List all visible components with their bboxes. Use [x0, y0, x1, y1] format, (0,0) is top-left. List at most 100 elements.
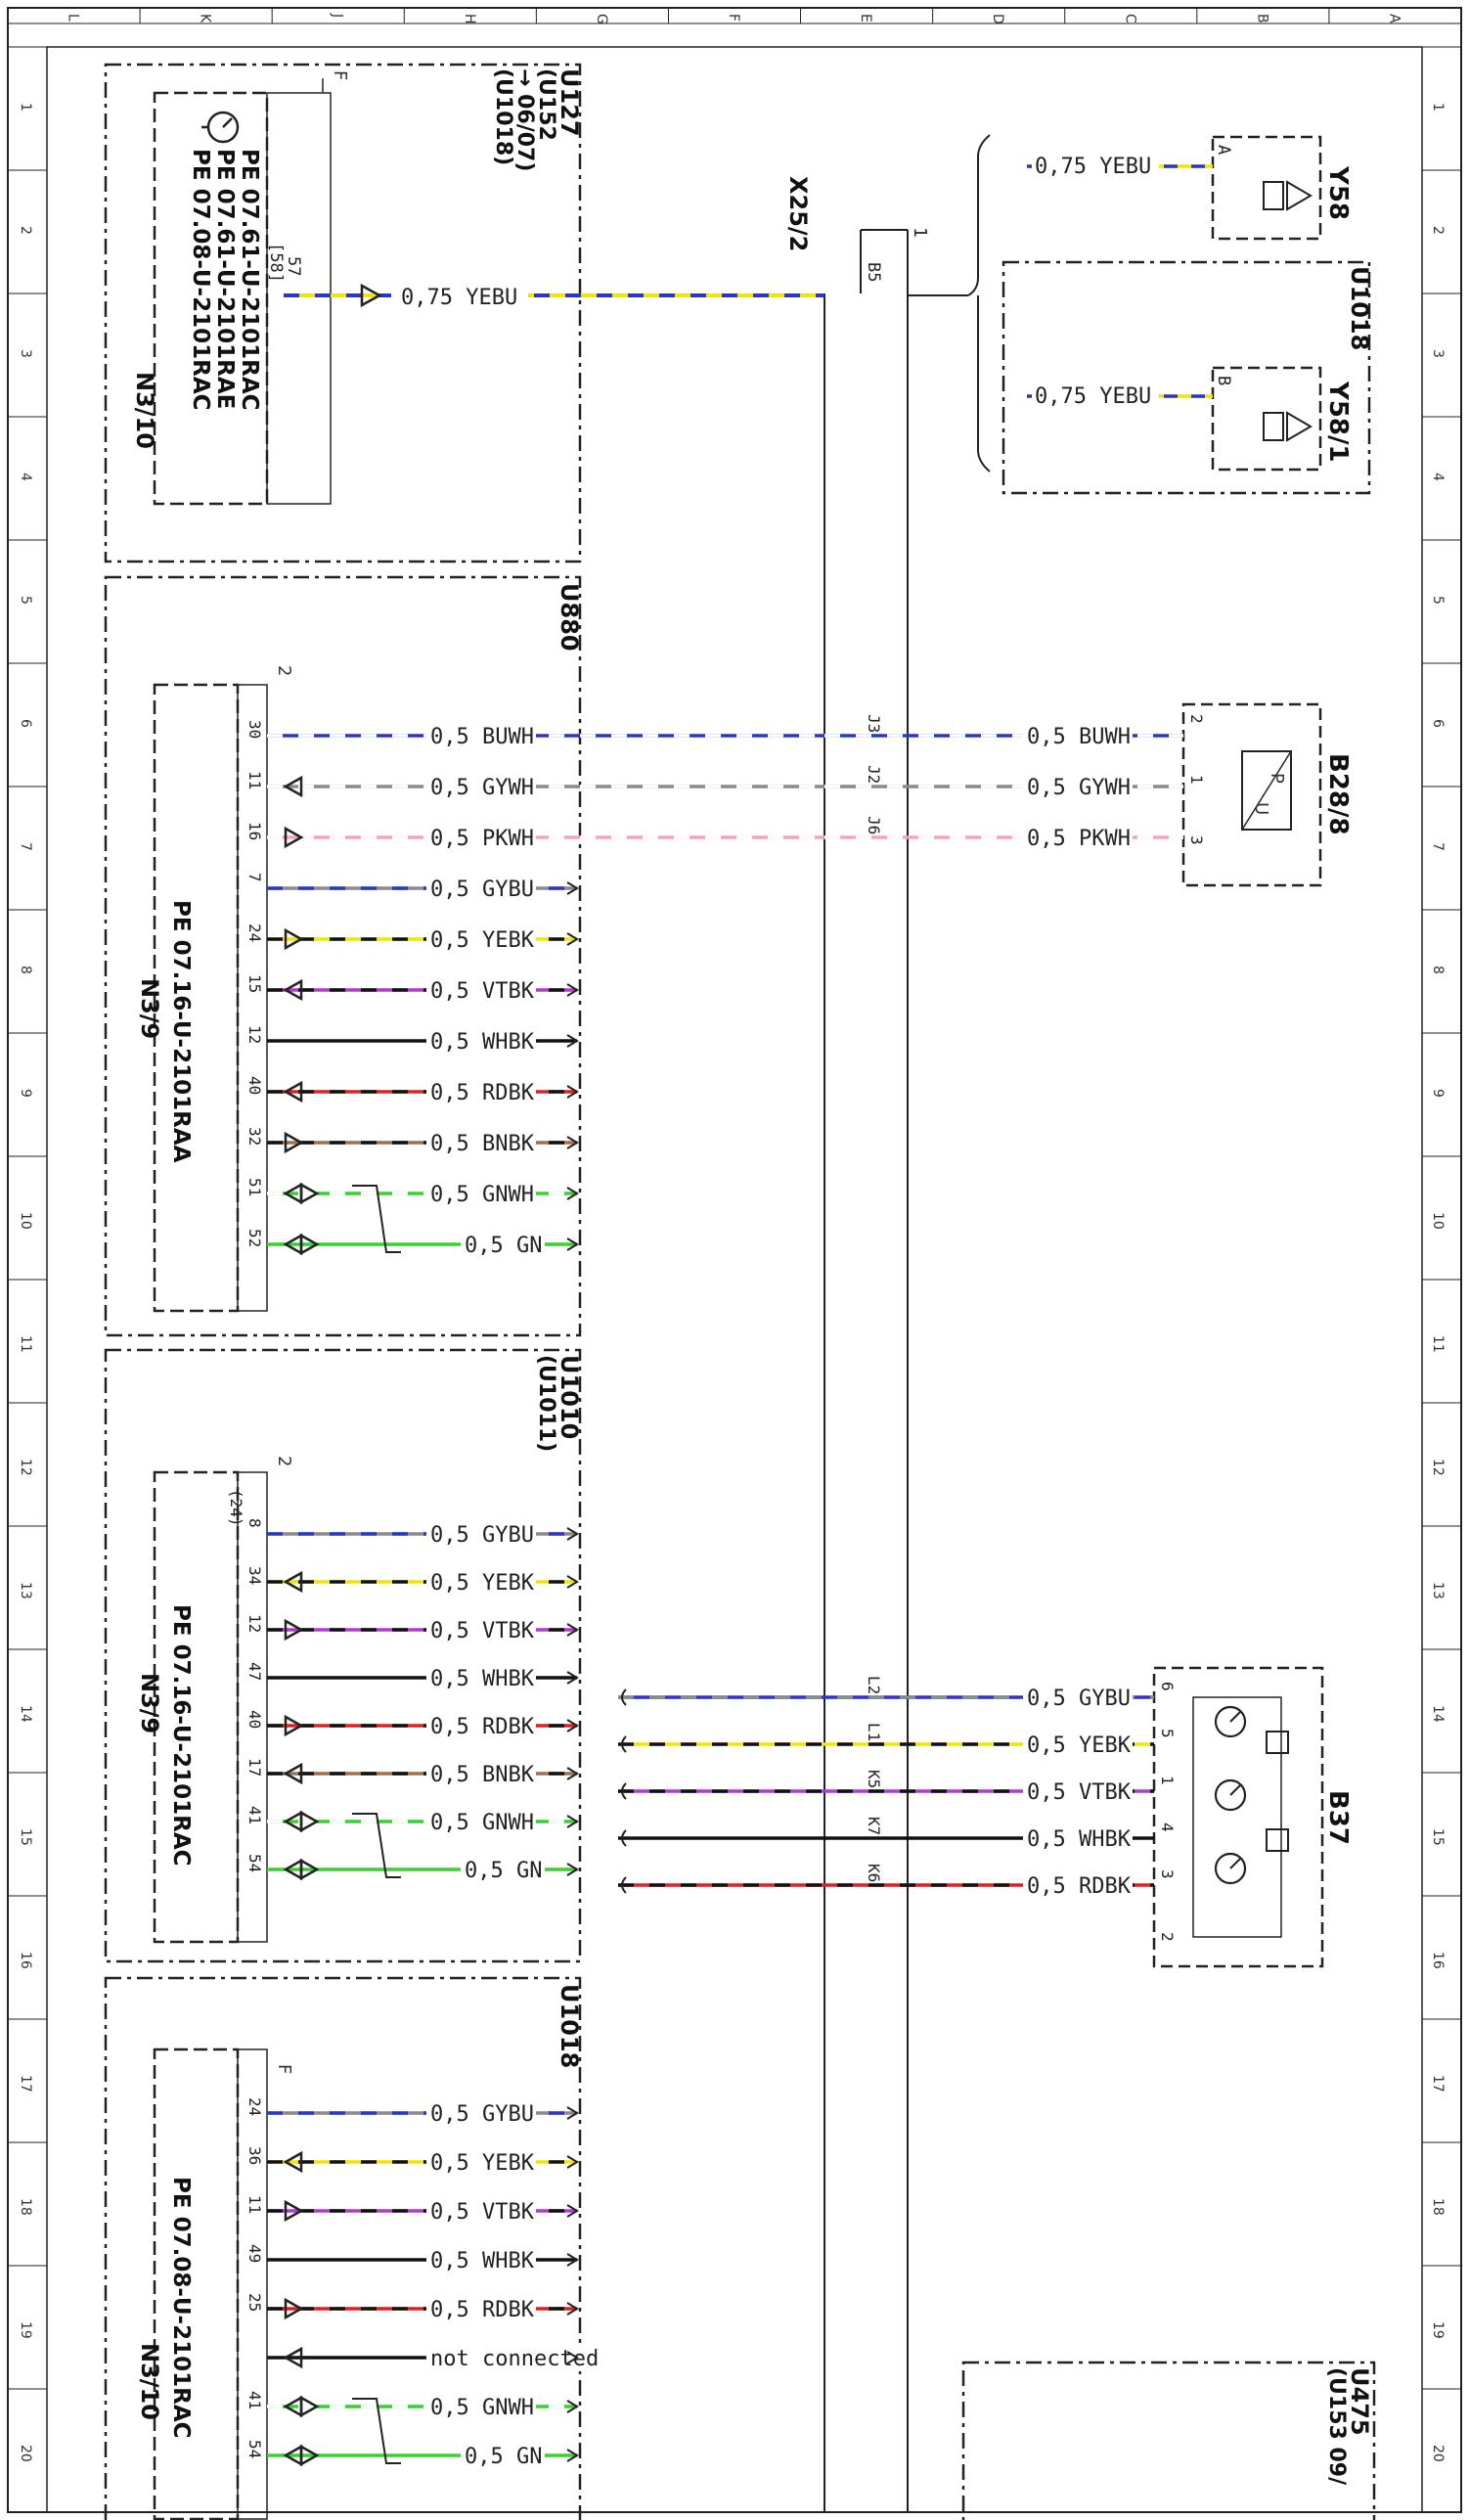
row-label-right-6: 6 [1430, 719, 1446, 728]
wires-n310-2-label: 0,5 VTBK [430, 2200, 535, 2225]
wires-n39b-0-pin: 8 [245, 1518, 264, 1528]
wires-n310-7-label-bg [461, 2446, 545, 2469]
b37-wire-4-start [621, 1876, 627, 1894]
wires-n39a-4-label: 0,5 YEBK [430, 928, 535, 953]
wires-n39a-7-label: 0,5 RDBK [430, 1081, 535, 1105]
wires-n39b-4-label-bg [426, 1716, 536, 1739]
wire-yebu-y58-label: 0,75 YEBU [1035, 155, 1151, 179]
row-label-right-16: 16 [1430, 1952, 1446, 1969]
row-label-right-5: 5 [1430, 596, 1446, 605]
wires-n39a-4-end [566, 932, 579, 946]
wires-n39a-2-label-bg [426, 828, 536, 851]
unit-n3-10-top [153, 78, 332, 506]
wires-n39a-0-xpin: J3 [865, 714, 883, 733]
component-b37 [1152, 1666, 1324, 1968]
b28-8-sym-p: P [1267, 773, 1287, 784]
wires-n310-4-tri [284, 2297, 304, 2320]
row-label-left-12: 12 [18, 1459, 33, 1476]
wires-n310-0-pin: 24 [245, 2097, 264, 2116]
b37-wire-3-label-bg [1023, 1828, 1133, 1852]
n3-9-b-version: PE 07.16-U-2101RAC [168, 1604, 194, 1867]
wires-n39a-8-tri [284, 1131, 304, 1154]
wires-n39a-9-label-bg [426, 1184, 536, 1207]
b37-pin-2: 2 [1158, 1932, 1177, 1942]
row-label-left-11: 11 [18, 1335, 33, 1353]
b37-wire-3-start [621, 1829, 627, 1847]
wires-n310-0-end [566, 2106, 579, 2120]
wires-n39b-0-pin-alt: (24) [227, 1489, 245, 1527]
wire-yebu-main-label: 0,75 YEBU [401, 286, 517, 310]
wires-n39b-1-pin: 34 [245, 1566, 264, 1585]
wires-n39b-5-label-bg [426, 1764, 536, 1787]
b37-wire-0-xpin: L2 [865, 1676, 883, 1694]
b28-8-pin-2: 2 [1187, 714, 1206, 724]
diagnosis-icon [201, 111, 240, 144]
b37-wire-3-pin: 4 [1158, 1822, 1177, 1832]
unit-n3-10-b [153, 2048, 268, 2520]
column-label-H: H [462, 14, 477, 24]
wires-n310-2-pin: 11 [245, 2195, 264, 2214]
n3-10-version-3: PE 07.08-U-2101RAC [188, 149, 213, 411]
row-label-left-13: 13 [18, 1582, 33, 1599]
wires-n39a-8-label-bg [426, 1133, 536, 1156]
wires-n39a-9-label: 0,5 GNWH [430, 1183, 534, 1207]
row-label-right-9: 9 [1430, 1089, 1446, 1098]
wires-n39a-9-pin: 51 [245, 1178, 264, 1196]
n3-10-top-unit-label: N3/10 [131, 372, 158, 449]
b37-wire-4-xpin: K6 [865, 1864, 883, 1882]
u127-label: U127 [556, 68, 583, 137]
row-label-left-15: 15 [18, 1828, 33, 1846]
wires-n39b-0-end [566, 1527, 579, 1541]
wires-n310-5-end [566, 2351, 579, 2364]
b37-wire-2-label-bg [1023, 1781, 1133, 1805]
u1010-label: U1010 [556, 1355, 583, 1439]
block-u127 [104, 63, 582, 563]
wires-n310-1-tri [283, 2150, 303, 2174]
row-label-left-19: 19 [18, 2321, 33, 2339]
wires-n39b-2-label-bg [426, 1620, 536, 1643]
u1018-right-label: U1018 [1346, 266, 1373, 350]
x25-2-pin-label: 1 [910, 227, 930, 238]
wires-n39a-0-right-label-bg [1023, 726, 1133, 749]
component-y58-1 [1211, 366, 1322, 472]
wires-n39b-4-label: 0,5 RDBK [430, 1715, 535, 1739]
wires-n310-3-label: 0,5 WHBK [430, 2249, 535, 2273]
wires-n310-1-label-bg [426, 2152, 536, 2176]
x25-pin-b5: B5 [864, 262, 883, 282]
row-label-right-8: 8 [1430, 966, 1446, 974]
wires-n39b-7-tri-b [299, 1858, 320, 1881]
wires-n39a-4-label-bg [426, 929, 536, 953]
b37-wire-0-start [621, 1688, 627, 1706]
wires-n39a-1-label: 0,5 GYWH [430, 776, 534, 800]
b37-wire-3-label: 0,5 WHBK [1027, 1827, 1132, 1852]
b37-wire-1-label-bg [1023, 1734, 1133, 1758]
x25-2-harness-lines [824, 229, 909, 2512]
b28-8-sym-u: U [1251, 802, 1271, 815]
row-label-left-18: 18 [18, 2198, 33, 2216]
wires-n39a-5-label-bg [426, 980, 536, 1004]
b37-resistor-icon [1266, 1731, 1289, 1754]
column-label-E: E [858, 14, 873, 22]
component-b28-8 [1181, 702, 1322, 887]
wires-n39a-3-pin: 7 [245, 873, 264, 882]
wires-n310-0-label-bg [426, 2103, 536, 2127]
wires-n310-2-end [566, 2204, 579, 2218]
b37-resistor-icon [1266, 1828, 1289, 1852]
wires-n310-5-label: not connected [430, 2347, 599, 2371]
wires-n39a-5-pin: 15 [245, 974, 264, 993]
u1018-label: U1018 [556, 1984, 583, 2068]
wires-n39b-7-label: 0,5 GN [465, 1859, 542, 1883]
row-label-right-1: 1 [1430, 103, 1446, 112]
row-label-left-20: 20 [18, 2445, 33, 2462]
b37-wire-4-label: 0,5 RDBK [1027, 1874, 1132, 1899]
b37-sensor-icon [1214, 1705, 1247, 1738]
wires-n310-7-label: 0,5 GN [465, 2445, 542, 2469]
n3-9-a-unit-label: N3/9 [136, 978, 163, 1039]
row-label-left-14: 14 [18, 1705, 33, 1723]
row-label-right-2: 2 [1430, 226, 1446, 235]
row-label-right-3: 3 [1430, 349, 1446, 358]
wires-n310-7-pin: 54 [245, 2440, 264, 2458]
